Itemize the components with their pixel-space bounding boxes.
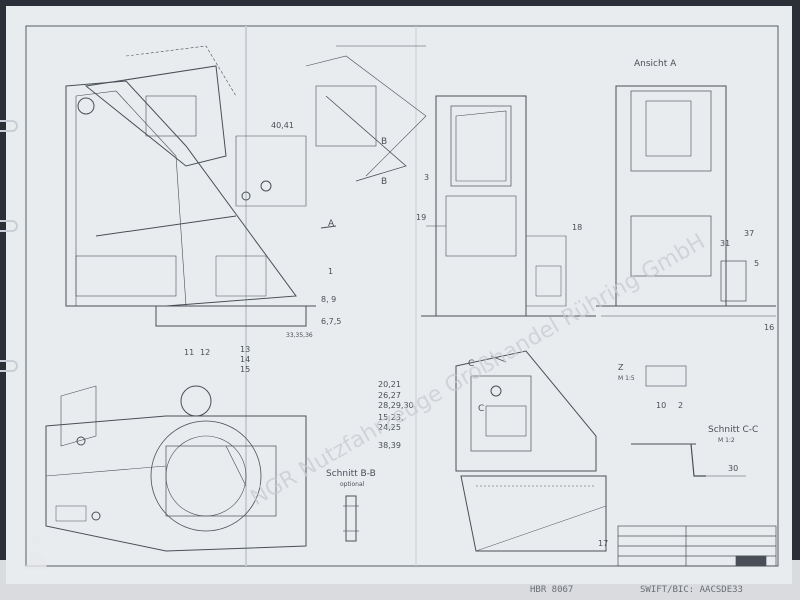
section-cc-title: Schnitt C-C xyxy=(708,425,758,435)
ref-30: 30 xyxy=(728,464,738,473)
ref-6-7-5: 6,7,5 xyxy=(321,317,341,326)
ref-38-39: 38,39 xyxy=(378,441,401,450)
ref-z-scale: M 1:5 xyxy=(618,375,635,382)
plan-view-drawing xyxy=(45,385,307,552)
ref-5: 5 xyxy=(754,259,759,268)
ref-13: 13 xyxy=(240,345,250,354)
ref-26-27: 26,27 xyxy=(378,391,401,400)
watermark-person-icon xyxy=(24,535,48,570)
ref-z: Z xyxy=(618,363,624,372)
ref-15: 15 xyxy=(240,365,250,374)
section-bb-drawing xyxy=(343,495,359,542)
ref-c: C xyxy=(468,359,474,369)
ref-24-25: 24,25 xyxy=(378,423,401,432)
binder-ring xyxy=(0,120,18,132)
ref-8-9: 8, 9 xyxy=(321,295,336,304)
technical-drawing-sheet: 40,41 8, 9 6,7,5 1 11 12 13 14 15 33,35,… xyxy=(6,6,792,584)
section-bb-title: Schnitt B-B xyxy=(326,469,376,479)
binder-ring xyxy=(0,360,18,372)
section-c-drawing xyxy=(455,350,607,552)
ref-3: 3 xyxy=(424,173,429,182)
ref-40-41: 40,41 xyxy=(271,121,294,130)
ref-19: 19 xyxy=(416,213,426,222)
arrow-a xyxy=(320,225,337,229)
ref-33-35: 33,35,36 xyxy=(286,332,313,339)
ref-1: 1 xyxy=(328,267,333,276)
ref-37: 37 xyxy=(744,229,754,238)
side-view-drawing xyxy=(65,45,427,327)
watermark-text: NGR Nutzfahrzeuge Großhandel Rühring Gmb… xyxy=(247,229,710,511)
view-a-title: Ansicht A xyxy=(634,59,677,69)
hrb-text: HBR 8067 xyxy=(530,585,574,595)
ref-15-23: 15,23, xyxy=(378,413,403,422)
ref-28-29-30: 28,29,30 xyxy=(378,401,414,410)
bank-info-text: SWIFT/BIC: AACSDE33 xyxy=(640,585,743,595)
ref-b2: B xyxy=(381,177,387,187)
ref-10: 10 xyxy=(656,401,666,410)
ref-2: 2 xyxy=(678,401,683,410)
ref-b: B xyxy=(381,137,387,147)
section-bb-subtitle: optional xyxy=(340,481,365,488)
ref-17: 17 xyxy=(598,539,608,548)
front-view-drawing xyxy=(421,95,596,317)
ref-12: 12 xyxy=(200,348,210,357)
ref-31: 31 xyxy=(720,239,730,248)
title-block xyxy=(617,525,777,567)
binder-ring xyxy=(0,220,18,232)
section-cc-drawing xyxy=(631,443,746,477)
ref-16: 16 xyxy=(764,323,774,332)
section-cc-subtitle: M 1:2 xyxy=(718,437,735,444)
ref-20-21: 20,21 xyxy=(378,380,401,389)
ref-11: 11 xyxy=(184,348,194,357)
ref-14: 14 xyxy=(240,355,250,364)
ref-18: 18 xyxy=(572,223,582,232)
ref-c2: C xyxy=(478,404,484,414)
view-a-drawing xyxy=(596,85,776,387)
ref-a: A xyxy=(328,219,335,229)
